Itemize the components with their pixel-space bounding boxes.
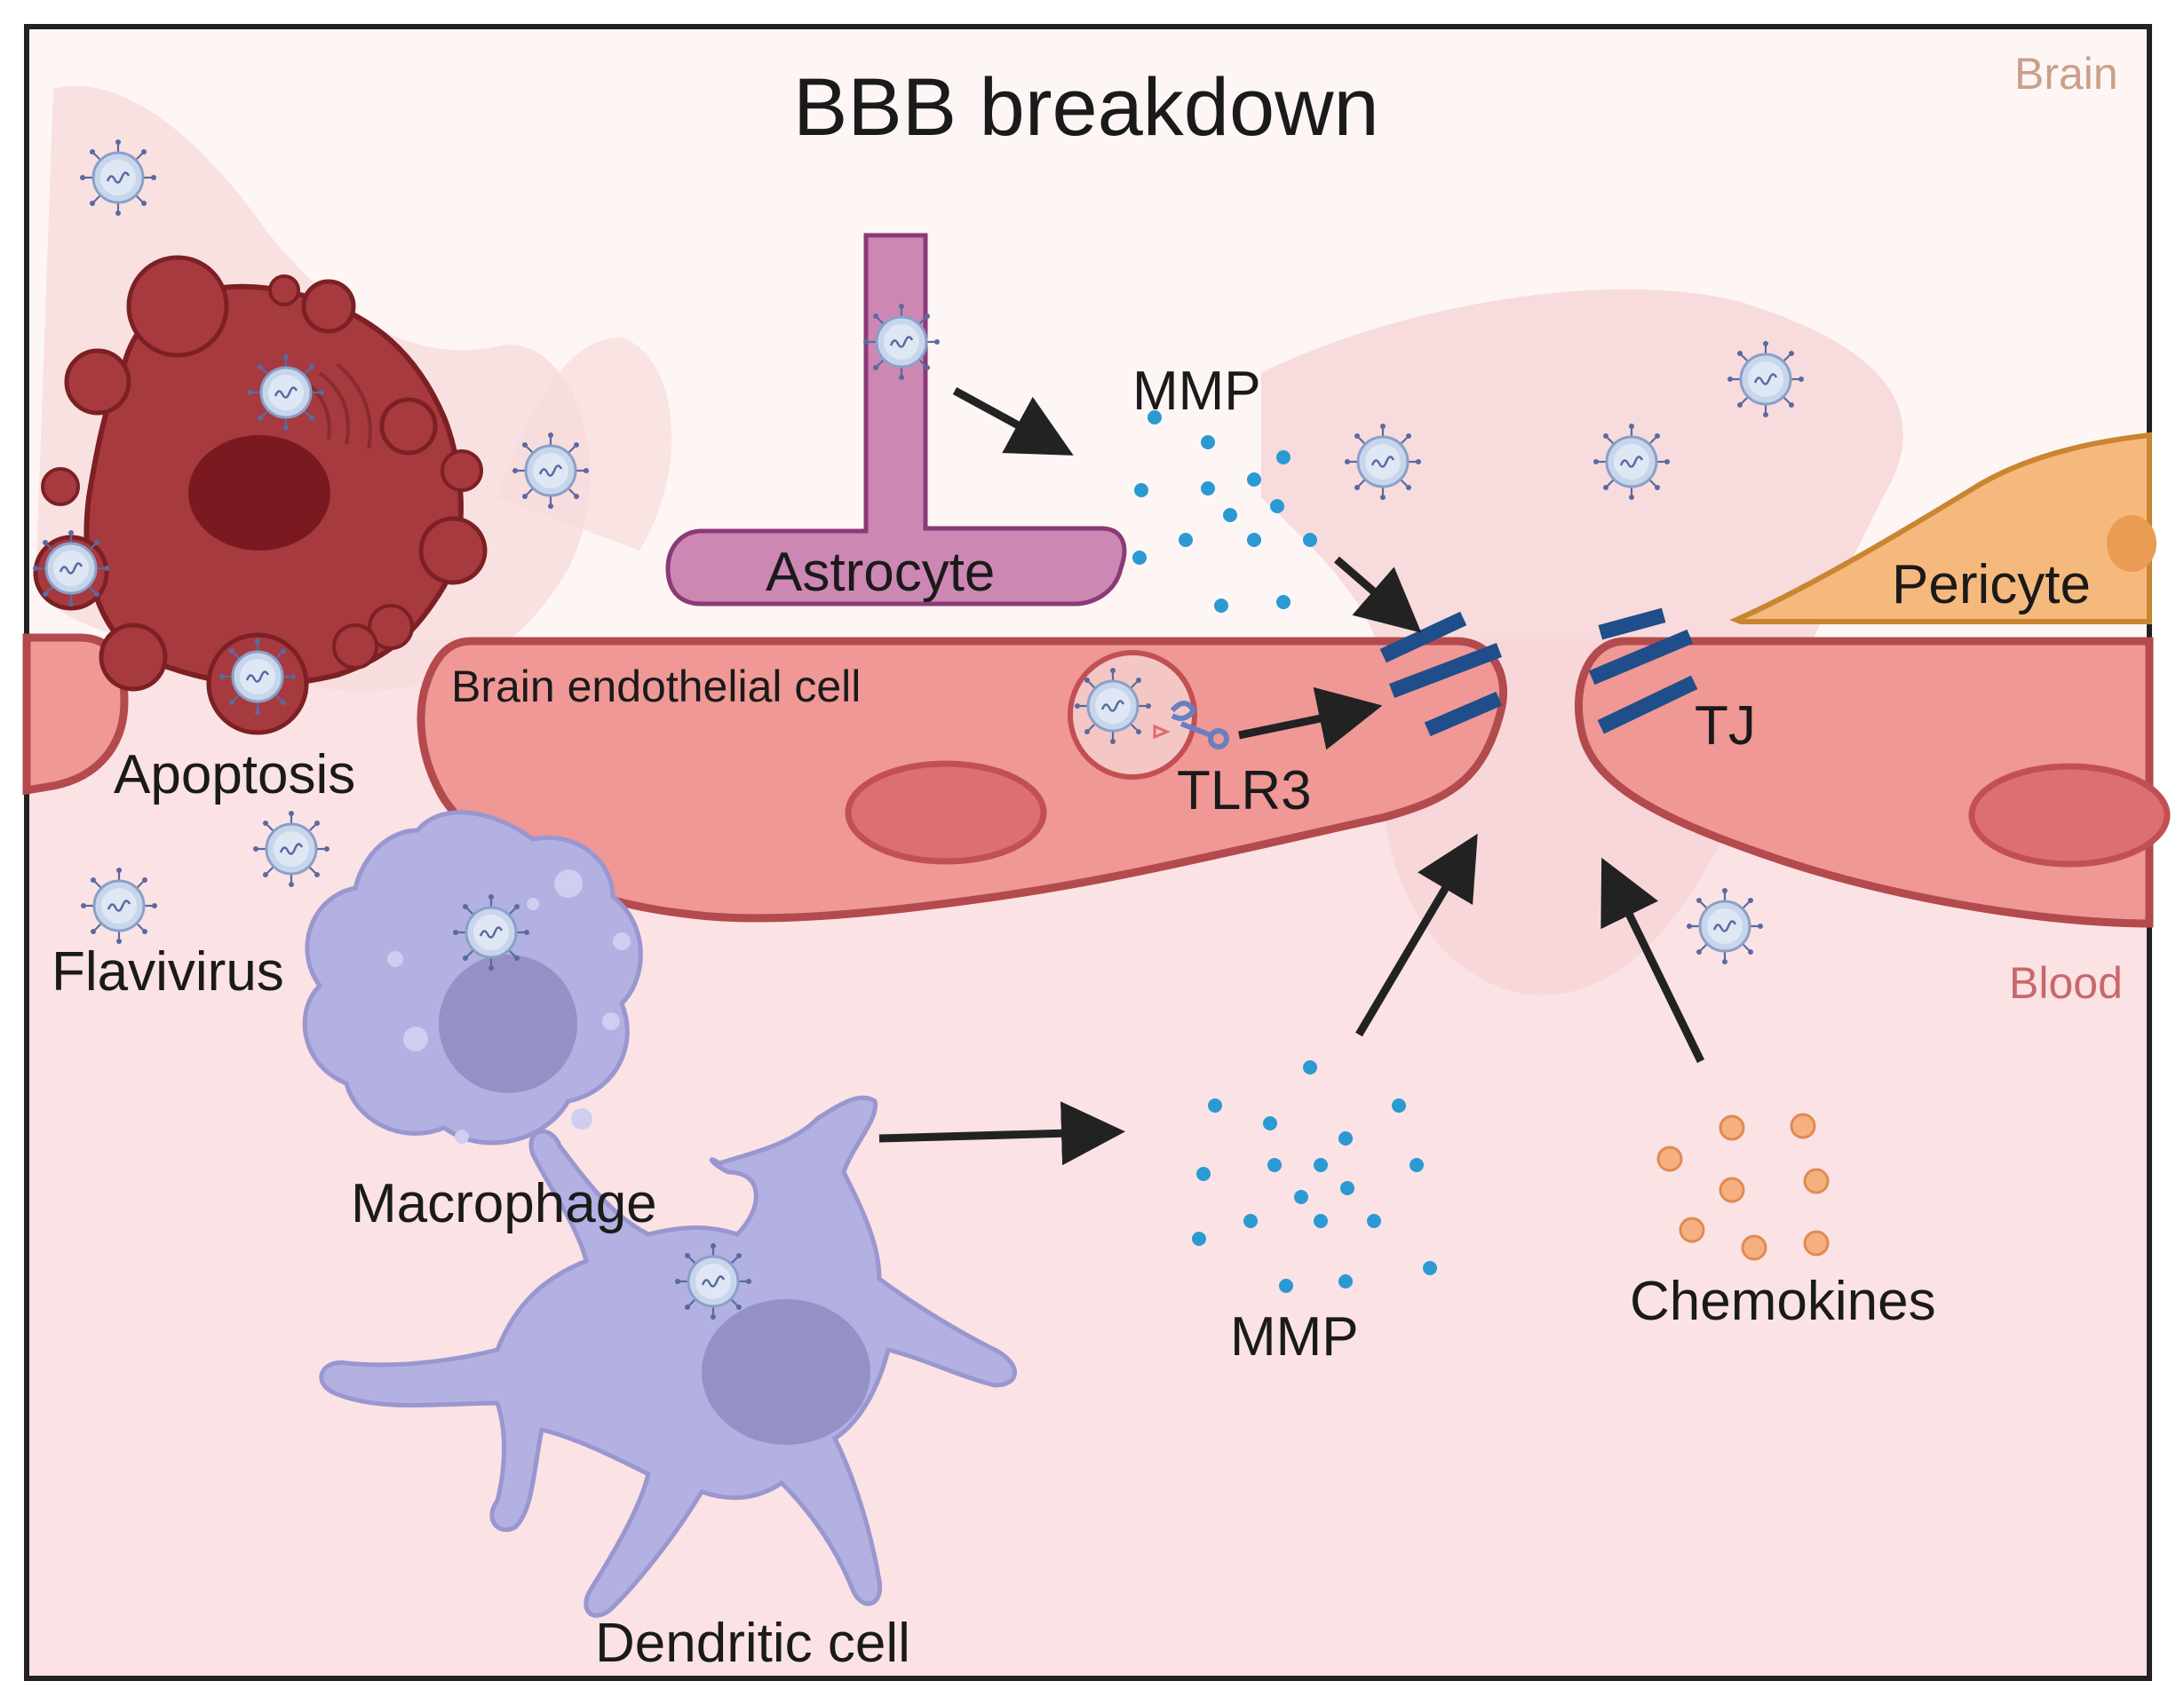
tlr3-receptor bbox=[1170, 701, 1229, 749]
tight-junction-right bbox=[1588, 607, 1698, 734]
arrow-mmp-bbb bbox=[1355, 833, 1478, 1037]
arrow-astrocyte-mmp bbox=[952, 387, 1074, 456]
mmp-bottom-dots bbox=[1192, 1060, 1437, 1293]
arrow-mmp-tj bbox=[1334, 556, 1422, 633]
chemokine-dots bbox=[1656, 1113, 1830, 1261]
astrocyte bbox=[665, 233, 1127, 607]
endothelial-nucleus bbox=[845, 760, 1047, 865]
arrow-dendritic-mmp bbox=[878, 1101, 1125, 1166]
arrow-tlr3-tj bbox=[1238, 686, 1383, 750]
pericyte bbox=[1729, 432, 2152, 624]
arrow-chemokines-bbb bbox=[1600, 857, 1705, 1063]
apoptotic-cell bbox=[33, 255, 488, 735]
tight-junction-left bbox=[1379, 611, 1503, 737]
mmp-top-dots bbox=[1132, 410, 1317, 613]
dendritic-cell bbox=[319, 1095, 1017, 1618]
